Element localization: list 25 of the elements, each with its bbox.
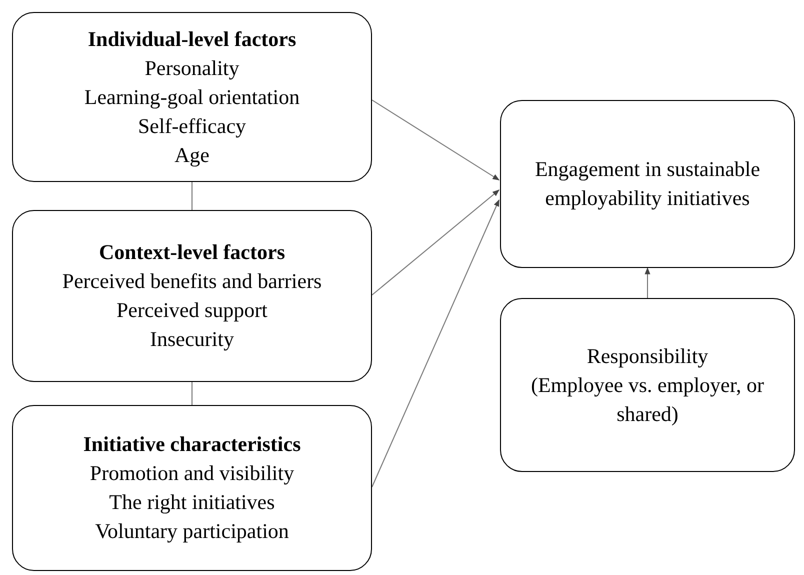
- arrow: [644, 267, 650, 298]
- rounded-box: [500, 298, 795, 472]
- rounded-box: [12, 12, 372, 182]
- rounded-box: [12, 210, 372, 382]
- box-text: Engagement in sustainable employability initiatives: [534, 156, 762, 212]
- rounded-box: [500, 100, 795, 268]
- box-text: Personality: [144, 54, 240, 82]
- rounded-box: [12, 405, 372, 571]
- box-text: The right initiatives: [109, 489, 275, 516]
- box-text: Responsibility: [586, 342, 708, 370]
- box-text: Voluntary participation: [95, 518, 289, 545]
- box-text: Promotion and visibility: [90, 460, 294, 487]
- box-heading: Individual-level factors: [88, 26, 296, 52]
- box-text: Perceived support: [116, 297, 268, 324]
- box-text: Perceived benefits and barriers: [62, 268, 322, 295]
- arrow: [372, 190, 500, 296]
- box-heading: Context-level factors: [98, 239, 285, 266]
- arrow: [372, 199, 500, 488]
- box-text: Age: [174, 142, 210, 168]
- arrow: [372, 100, 500, 180]
- box-text: (Employee vs. employer, or shared): [530, 372, 765, 428]
- box-text: Learning-goal orientation: [84, 84, 300, 110]
- box-heading: Initiative characteristics: [83, 431, 301, 458]
- box-text: Self-efficacy: [138, 112, 246, 140]
- box-text: Insecurity: [150, 326, 234, 353]
